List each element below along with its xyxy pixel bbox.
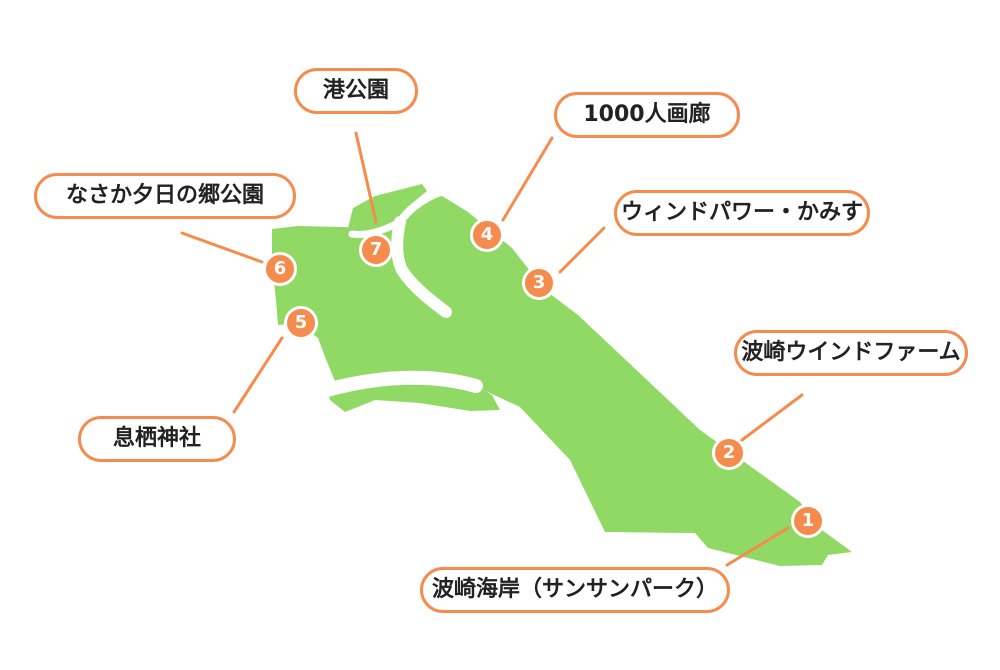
label-spot-6[interactable]: なさか夕日の郷公園 <box>34 173 296 219</box>
marker-spot-3[interactable]: 3 <box>522 266 556 300</box>
leader-line-2 <box>740 393 804 442</box>
marker-spot-5[interactable]: 5 <box>284 306 318 340</box>
leader-line-3 <box>558 226 606 274</box>
marker-spot-1[interactable]: 1 <box>791 504 825 538</box>
leader-line-1 <box>725 526 790 567</box>
leader-lines <box>180 131 804 567</box>
land-north-island <box>348 184 427 232</box>
river-channel <box>391 216 452 318</box>
marker-spot-4[interactable]: 4 <box>470 218 504 252</box>
leader-line-4 <box>501 136 554 222</box>
leader-line-7 <box>354 131 378 224</box>
label-spot-7[interactable]: 港公園 <box>294 68 418 114</box>
leader-line-5 <box>232 336 284 414</box>
leader-line-6 <box>180 231 264 264</box>
river-channel-north <box>396 188 444 226</box>
label-spot-4[interactable]: 1000人画廊 <box>554 92 740 138</box>
label-spot-1[interactable]: 波崎海岸（サンサンパーク） <box>420 567 730 613</box>
marker-spot-6[interactable]: 6 <box>263 252 297 286</box>
marker-spot-2[interactable]: 2 <box>712 436 746 470</box>
river-channel-west <box>348 220 400 238</box>
label-spot-2[interactable]: 波崎ウインドファーム <box>734 330 968 376</box>
label-spot-5[interactable]: 息栖神社 <box>78 416 236 462</box>
marker-spot-7[interactable]: 7 <box>359 233 393 267</box>
river-channel-south <box>313 370 483 399</box>
label-spot-3[interactable]: ウィンドパワー・かみす <box>614 190 870 236</box>
